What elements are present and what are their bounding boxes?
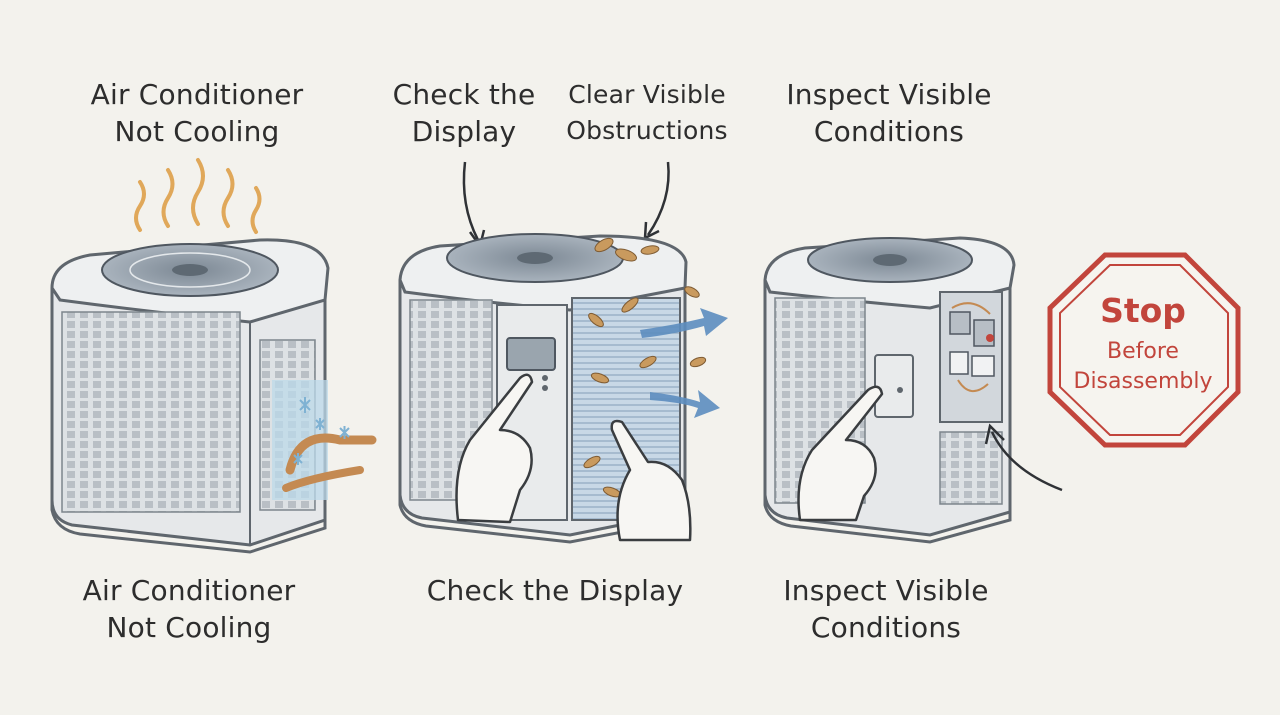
stop-sign-title: Stop <box>1100 291 1186 330</box>
pointing-hand-icon <box>797 385 884 522</box>
stop-sign-line-1: Before <box>1107 339 1179 364</box>
ac-unit-2 <box>398 161 728 544</box>
step-3-bottom-label: Inspect Visible Conditions <box>783 574 989 644</box>
heat-waves-icon <box>134 158 262 234</box>
step-2-bottom-label: Check the Display <box>426 574 684 607</box>
pointing-hand-icon <box>455 373 692 542</box>
leaf-icon <box>583 237 707 498</box>
frost-icon <box>272 380 377 500</box>
ac-unit-1 <box>50 158 377 554</box>
step-1-bottom-label: Air Conditioner Not Cooling <box>82 574 296 644</box>
stop-sign-line-2: Disassembly <box>1073 369 1213 394</box>
airflow-arrow-icon <box>640 308 728 418</box>
step-3-top-label: Inspect Visible Conditions <box>786 78 992 148</box>
stop-sign-icon <box>1047 252 1241 448</box>
step-2-top-label: Check the Display <box>392 78 536 148</box>
step-1-top-label: Air Conditioner Not Cooling <box>90 78 304 148</box>
step-2-side-label: Clear Visible Obstructions <box>566 80 728 145</box>
ac-unit-3 <box>763 236 1063 544</box>
